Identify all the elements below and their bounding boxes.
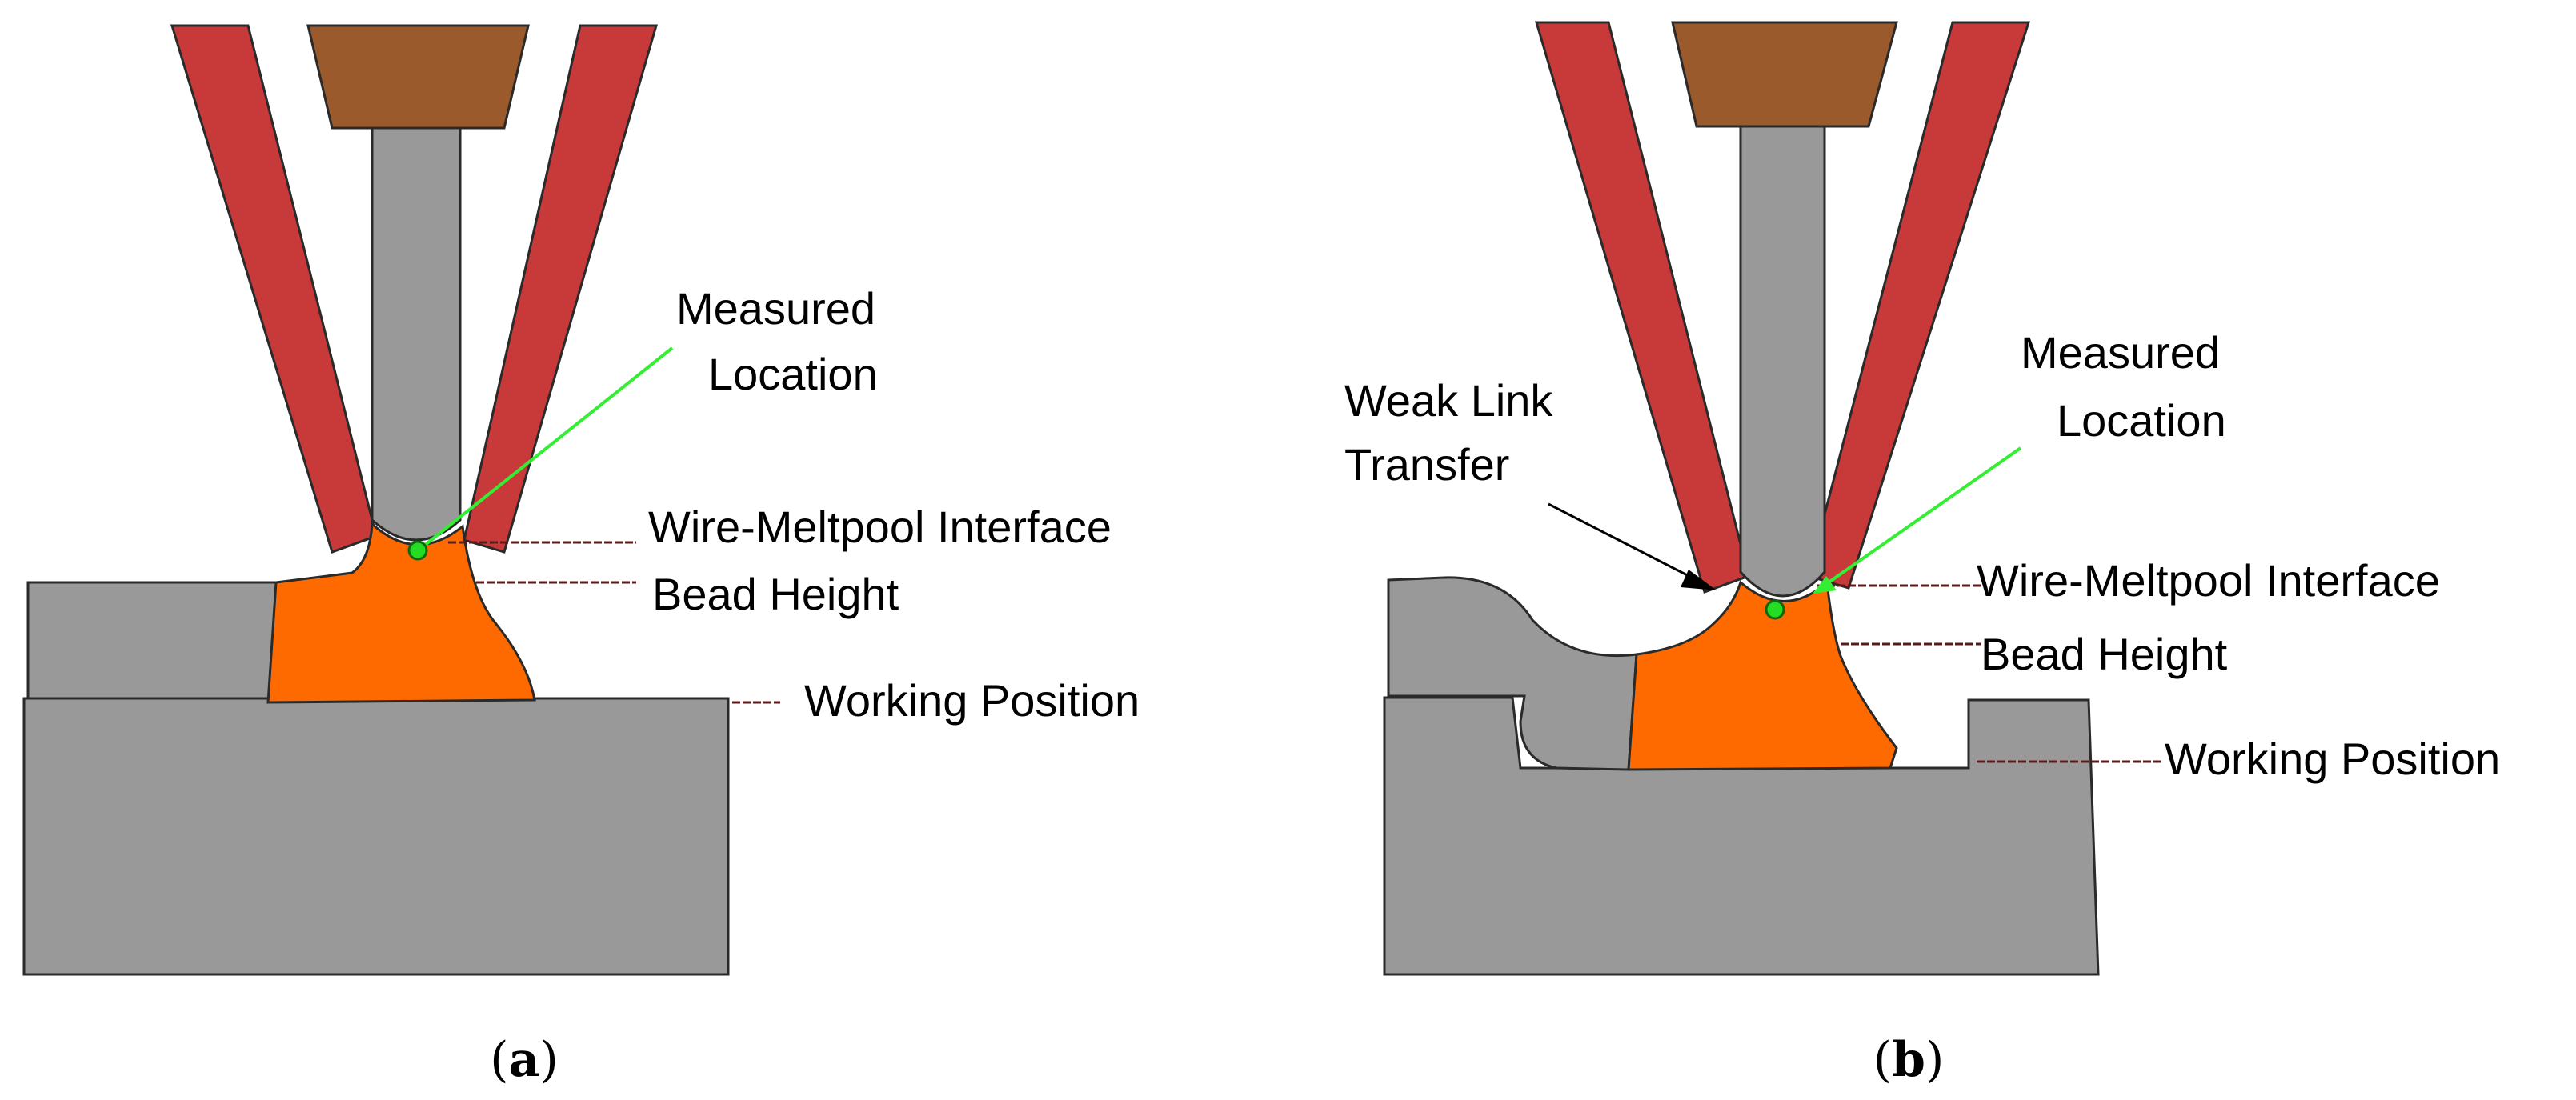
measured-location-pointer-b bbox=[1819, 446, 2022, 590]
weak-link-label-line1-b: Weak Link bbox=[1344, 375, 1553, 426]
interface-label-a: Wire-Meltpool Interface bbox=[648, 502, 1112, 552]
contact-tip-a bbox=[306, 24, 530, 130]
measured-point-a bbox=[407, 540, 428, 561]
panel-a: Measured Location Wire-Meltpool Interfac… bbox=[22, 24, 1140, 1088]
working-position-label-a: Working Position bbox=[804, 675, 1140, 726]
panel-b: Weak Link Transfer Measured Location Wir… bbox=[1344, 21, 2500, 1088]
measured-location-label-line2-b: Location bbox=[2057, 395, 2226, 446]
weak-link-arrowhead-b bbox=[1681, 570, 1717, 590]
measured-location-pointer-a bbox=[423, 346, 674, 547]
caption-b: (b) bbox=[1873, 1032, 1945, 1088]
previous-deposit-b bbox=[1387, 576, 1638, 771]
grooved-base-b bbox=[1383, 696, 2100, 976]
nozzle-right-wall-a bbox=[463, 24, 658, 554]
measured-location-label-line1-b: Measured bbox=[2021, 327, 2220, 378]
wire-electrode-b bbox=[1739, 125, 1826, 598]
bead-height-label-a: Bead Height bbox=[652, 569, 899, 619]
substrate-a bbox=[22, 697, 730, 976]
measured-pointer-arrowhead-b bbox=[1813, 576, 1837, 594]
working-position-label-b: Working Position bbox=[2165, 734, 2500, 784]
previous-layer-a bbox=[26, 581, 286, 700]
interface-label-b: Wire-Meltpool Interface bbox=[1977, 555, 2440, 606]
weak-link-arrow-line-b bbox=[1548, 502, 1697, 582]
measured-location-label-line1-a: Measured bbox=[676, 283, 875, 334]
meltpool-b bbox=[1627, 579, 1898, 771]
wire-electrode-a bbox=[371, 126, 462, 542]
contact-tip-b bbox=[1671, 21, 1898, 128]
nozzle-right-wall-b bbox=[1807, 21, 2031, 590]
measured-location-label-line2-a: Location bbox=[708, 349, 878, 399]
bead-height-label-b: Bead Height bbox=[1981, 629, 2228, 679]
meltpool-a bbox=[266, 521, 536, 704]
measured-point-b bbox=[1765, 599, 1785, 620]
weak-link-label-line2-b: Transfer bbox=[1344, 439, 1509, 490]
caption-a: (a) bbox=[490, 1032, 559, 1088]
